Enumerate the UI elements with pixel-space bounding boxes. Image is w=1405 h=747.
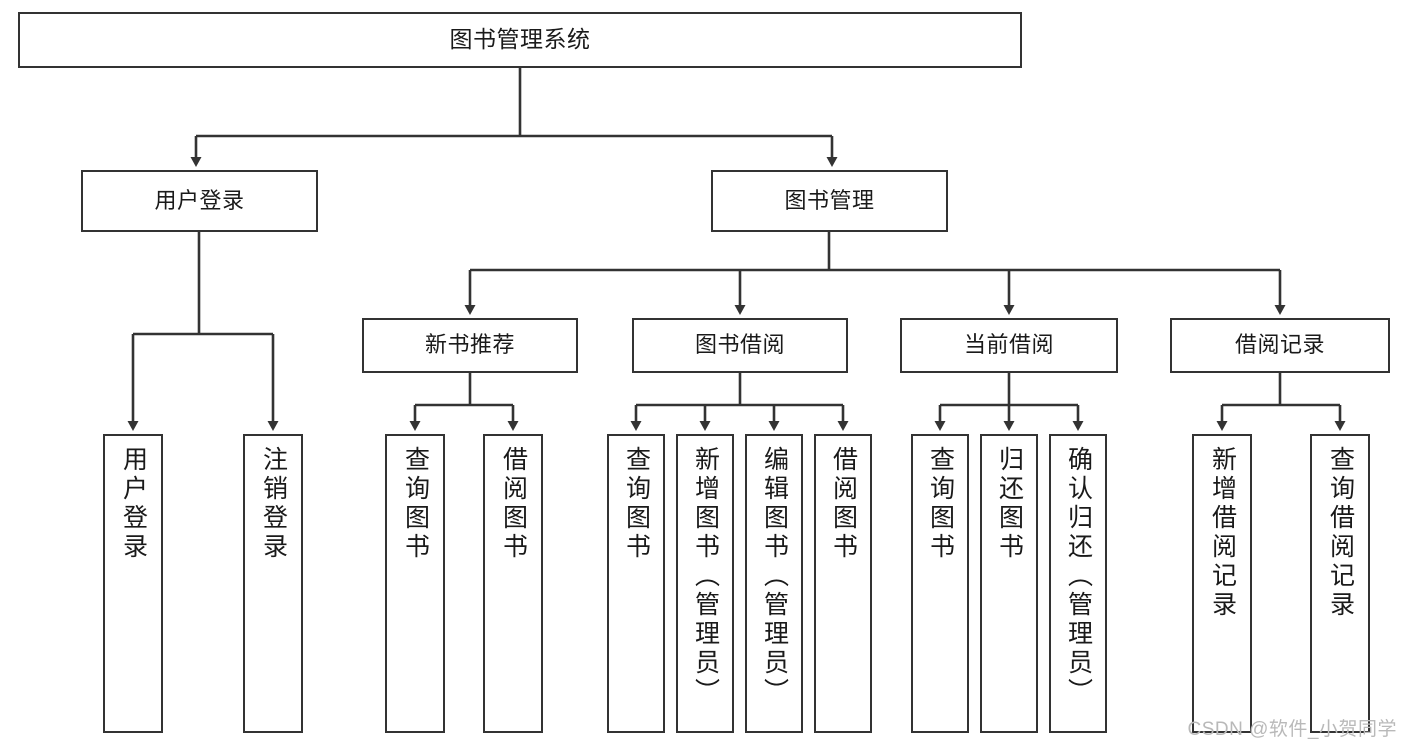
leaf-query-books-recommendation[interactable]: 查询图书 xyxy=(385,434,445,733)
node-label: 归还图书 xyxy=(995,446,1024,562)
node-label: 图书管理系统 xyxy=(449,26,591,53)
leaf-query-books-borrowing[interactable]: 查询图书 xyxy=(607,434,665,733)
leaf-query-books-current[interactable]: 查询图书 xyxy=(911,434,969,733)
node-label: 新增图书（管理员） xyxy=(691,446,720,707)
node-label: 编辑图书（管理员） xyxy=(760,446,789,707)
leaf-borrow-books-borrowing[interactable]: 借阅图书 xyxy=(814,434,872,733)
leaf-user-login[interactable]: 用户登录 xyxy=(103,434,163,733)
node-book-borrowing[interactable]: 图书借阅 xyxy=(632,318,848,373)
leaf-logout[interactable]: 注销登录 xyxy=(243,434,303,733)
node-label: 图书借阅 xyxy=(694,332,785,358)
node-label: 借阅图书 xyxy=(829,446,858,562)
leaf-query-borrowing-record[interactable]: 查询借阅记录 xyxy=(1310,434,1370,733)
leaf-borrow-books-recommendation[interactable]: 借阅图书 xyxy=(483,434,543,733)
node-label: 借阅记录 xyxy=(1234,332,1325,358)
node-label: 确认归还（管理员） xyxy=(1064,446,1093,707)
node-book-management[interactable]: 图书管理 xyxy=(711,170,948,232)
node-label: 图书管理 xyxy=(784,187,875,213)
leaf-add-book-admin[interactable]: 新增图书（管理员） xyxy=(676,434,734,733)
leaf-edit-book-admin[interactable]: 编辑图书（管理员） xyxy=(745,434,803,733)
node-current-borrowing[interactable]: 当前借阅 xyxy=(900,318,1118,373)
csdn-watermark: CSDN @软件_小贺同学 xyxy=(1187,719,1397,740)
node-label: 注销登录 xyxy=(259,446,288,562)
leaf-add-borrowing-record[interactable]: 新增借阅记录 xyxy=(1192,434,1252,733)
node-label: 查询图书 xyxy=(401,446,430,562)
node-borrowing-records[interactable]: 借阅记录 xyxy=(1170,318,1390,373)
node-label: 借阅图书 xyxy=(499,446,528,562)
node-label: 新增借阅记录 xyxy=(1208,446,1237,620)
node-label: 查询借阅记录 xyxy=(1326,446,1355,620)
node-new-book-recommendation[interactable]: 新书推荐 xyxy=(362,318,578,373)
leaf-confirm-return-admin[interactable]: 确认归还（管理员） xyxy=(1049,434,1107,733)
node-root-book-management-system[interactable]: 图书管理系统 xyxy=(18,12,1022,68)
node-label: 用户登录 xyxy=(154,187,245,213)
leaf-return-books[interactable]: 归还图书 xyxy=(980,434,1038,733)
node-label: 当前借阅 xyxy=(963,332,1054,358)
node-label: 新书推荐 xyxy=(424,332,515,358)
node-user-login[interactable]: 用户登录 xyxy=(81,170,318,232)
node-label: 查询图书 xyxy=(622,446,651,562)
node-label: 用户登录 xyxy=(119,446,148,562)
node-label: 查询图书 xyxy=(926,446,955,562)
